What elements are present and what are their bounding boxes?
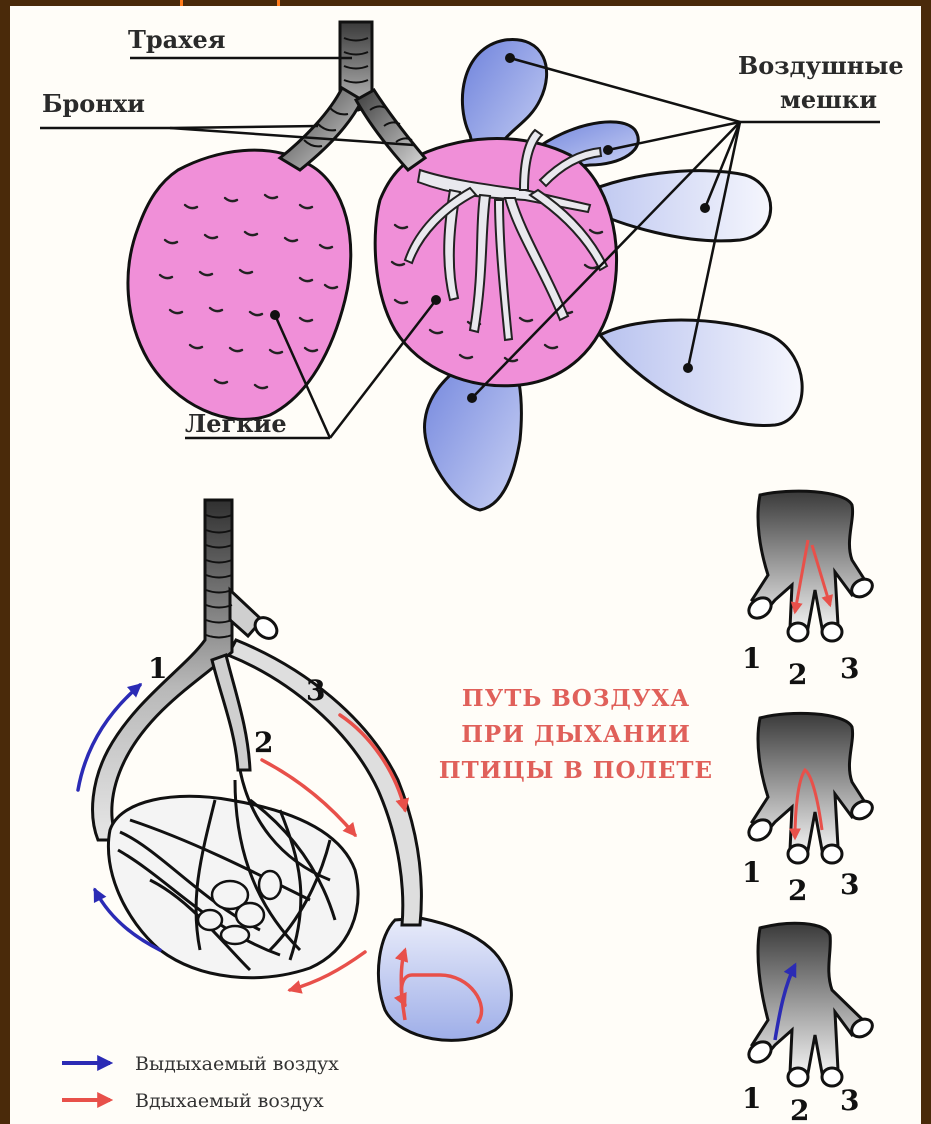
tube-number-3: 3 [306, 674, 325, 707]
mini-1-number-1: 1 [742, 642, 761, 675]
tube-number-2: 2 [254, 726, 273, 759]
label-air-sacs-line1: Воздушные [738, 51, 904, 80]
flow-title: ПУТЬ ВОЗДУХА ПРИ ДЫХАНИИ ПТИЦЫ В ПОЛЕТЕ [439, 685, 713, 784]
mini-schema-1: 1 2 3 [742, 491, 876, 691]
lung-left [128, 150, 351, 419]
mini-3-number-2: 2 [790, 1094, 809, 1124]
air-sac-lower-right [600, 320, 802, 425]
legend-exhaled-label: Выдыхаемый воздух [135, 1053, 339, 1075]
top-anatomy-illustration: Трахея Бронхи Воздушные мешки Легкие [40, 22, 904, 510]
mini-schema-3: 1 2 3 [742, 923, 876, 1124]
flow-title-line3: ПТИЦЫ В ПОЛЕТЕ [439, 757, 713, 784]
legend: Выдыхаемый воздух Вдыхаемый воздух [62, 1053, 339, 1112]
label-trachea: Трахея [128, 25, 226, 54]
bronchus-left [280, 88, 362, 170]
mini-2-number-1: 1 [742, 856, 761, 889]
bronchus-right [356, 90, 425, 170]
mini-2-number-3: 3 [840, 868, 859, 901]
label-lungs: Легкие [185, 409, 287, 438]
mini-2-number-2: 2 [788, 874, 807, 907]
label-air-sacs-line2: мешки [780, 85, 877, 114]
mini-1-number-2: 2 [788, 658, 807, 691]
mini-schema-2: 1 2 3 [742, 713, 876, 907]
flow-title-line2: ПРИ ДЫХАНИИ [461, 721, 691, 748]
posterior-sac [378, 918, 511, 1040]
legend-inhaled-label: Вдыхаемый воздух [135, 1090, 324, 1112]
tube-2 [212, 655, 250, 770]
mini-3-number-3: 3 [840, 1084, 859, 1117]
flow-title-line1: ПУТЬ ВОЗДУХА [462, 685, 690, 712]
tube-number-1: 1 [148, 652, 167, 685]
label-bronchi: Бронхи [42, 89, 145, 118]
mini-3-number-1: 1 [742, 1082, 761, 1115]
mini-1-number-3: 3 [840, 652, 859, 685]
